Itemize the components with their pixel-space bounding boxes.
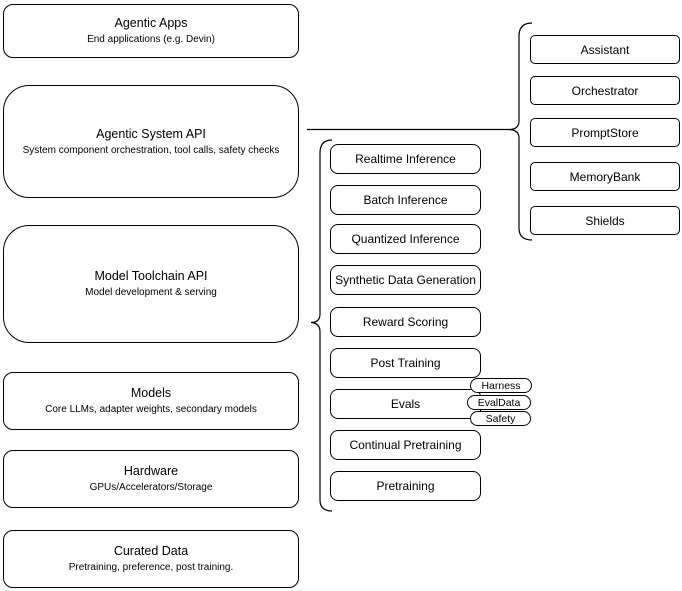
agentic-apps-title: Agentic Apps	[114, 16, 188, 30]
toolchain-item-reward-scoring: Reward Scoring	[330, 307, 481, 337]
curated-data-title: Curated Data	[113, 544, 189, 558]
toolchain-item-synthetic-data-generation: Synthetic Data Generation	[330, 265, 481, 295]
toolchain-brace	[310, 139, 333, 512]
evals-tag-safety: Safety	[470, 411, 531, 426]
evals-tag-harness: Harness	[470, 378, 532, 393]
system-components-brace	[508, 22, 533, 241]
toolchain-item-realtime-inference: Realtime Inference	[330, 144, 481, 174]
model-toolchain-api-subtitle: Model development & serving	[85, 287, 217, 298]
agentic-apps-subtitle: End applications (e.g. Devin)	[87, 34, 215, 45]
agentic-system-api-box: Agentic System API System component orch…	[3, 85, 299, 198]
toolchain-item-continual-pretraining: Continual Pretraining	[330, 430, 481, 460]
curated-data-box: Curated Data Pretraining, preference, po…	[3, 530, 299, 588]
agentic-system-api-title: Agentic System API	[96, 126, 206, 141]
models-title: Models	[130, 386, 172, 400]
hardware-title: Hardware	[123, 464, 179, 478]
component-promptstore: PromptStore	[530, 118, 680, 147]
models-subtitle: Core LLMs, adapter weights, secondary mo…	[45, 404, 257, 415]
toolchain-item-batch-inference: Batch Inference	[330, 185, 481, 215]
component-memorybank: MemoryBank	[530, 162, 680, 191]
model-toolchain-api-box: Model Toolchain API Model development & …	[3, 225, 299, 343]
hardware-subtitle: GPUs/Accelerators/Storage	[89, 482, 213, 493]
curated-data-subtitle: Pretraining, preference, post training.	[68, 562, 234, 573]
component-assistant: Assistant	[530, 35, 680, 64]
toolchain-item-evals: Evals	[330, 389, 481, 419]
component-shields: Shields	[530, 206, 680, 235]
models-box: Models Core LLMs, adapter weights, secon…	[3, 372, 299, 430]
agentic-system-api-subtitle: System component orchestration, tool cal…	[22, 144, 280, 156]
evals-tag-evaldata: EvalData	[467, 395, 531, 410]
toolchain-item-pretraining: Pretraining	[330, 471, 481, 501]
agentic-apps-box: Agentic Apps End applications (e.g. Devi…	[3, 4, 299, 58]
toolchain-item-quantized-inference: Quantized Inference	[330, 224, 481, 254]
toolchain-item-post-training: Post Training	[330, 348, 481, 378]
component-orchestrator: Orchestrator	[530, 76, 680, 105]
hardware-box: Hardware GPUs/Accelerators/Storage	[3, 450, 299, 508]
model-toolchain-api-title: Model Toolchain API	[94, 269, 208, 283]
